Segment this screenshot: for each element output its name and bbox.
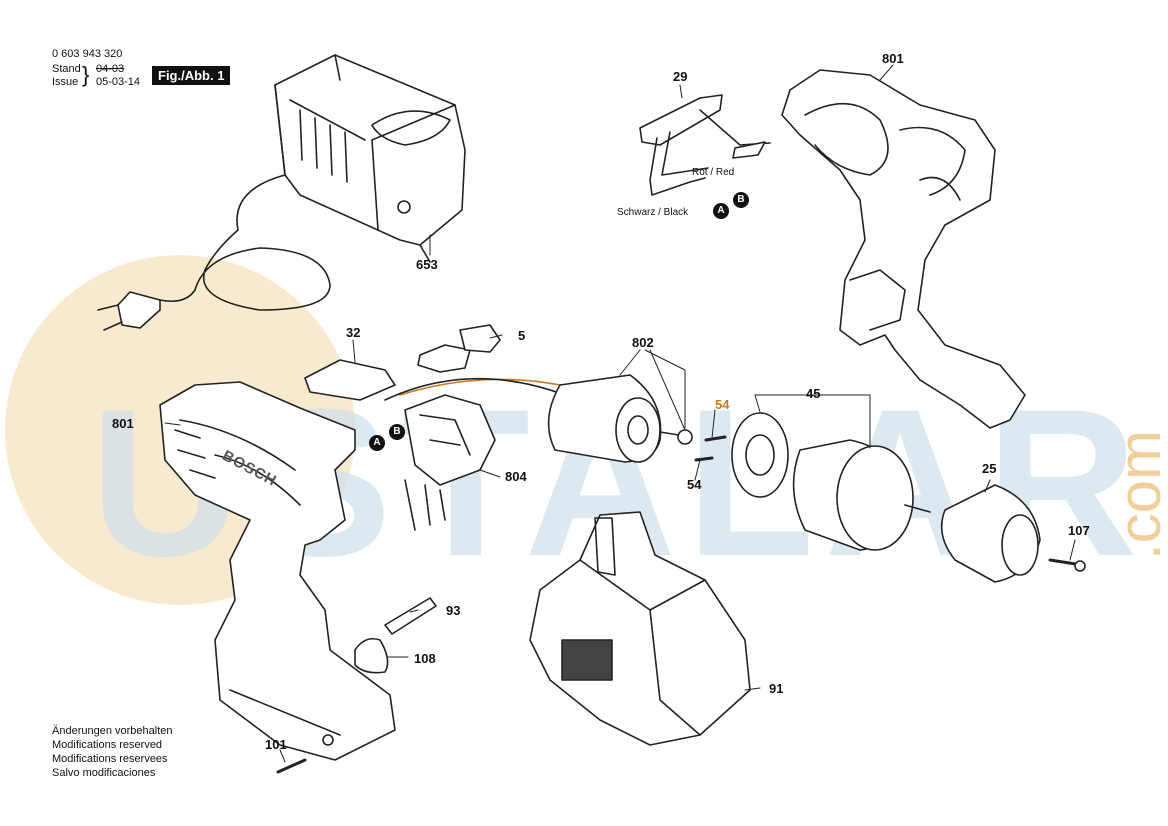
part-label-107: 107: [1068, 523, 1090, 538]
bit-holder-drawing: [354, 637, 389, 674]
part-label-101: 101: [265, 737, 287, 752]
wire-label-black: Schwarz / Black: [617, 207, 689, 218]
part-label-804: 804: [505, 469, 527, 484]
part-label-29: 29: [673, 69, 688, 84]
marker-b-switch: B: [389, 424, 405, 440]
part-label-91: 91: [769, 681, 784, 696]
part-label-5: 5: [518, 328, 526, 343]
bit-drawing: [384, 597, 437, 635]
modification-notes: Änderungen vorbehalten Modifications res…: [52, 724, 172, 780]
screws-54-drawing: [694, 435, 727, 462]
gearbox-drawing: [731, 412, 931, 551]
part-label-108: 108: [414, 651, 436, 666]
doc-number: 0 603 943 320: [52, 48, 123, 60]
part-label-25: 25: [982, 461, 997, 476]
part-label-653: 653: [416, 257, 438, 272]
part-label-54-top: 54: [715, 397, 730, 412]
issue-value: 05-03-14: [96, 76, 141, 88]
terminal-block-drawing: [639, 94, 771, 196]
battery-drawing: [529, 511, 751, 746]
housing-half-left-drawing: [159, 381, 396, 761]
note-line: Modifications reservees: [52, 753, 168, 765]
motor-drawing: [547, 374, 693, 463]
part-label-801-right: 801: [882, 51, 904, 66]
part-label-54-bottom: 54: [687, 477, 702, 492]
slider-drawing: [417, 344, 471, 373]
chuck-drawing: [940, 484, 1041, 583]
watermark-suffix: .com: [1106, 430, 1168, 560]
part-label-93: 93: [446, 603, 461, 618]
figure-label: Fig./Abb. 1: [152, 66, 231, 85]
charger-drawing: [97, 54, 466, 331]
marker-a-top: A: [713, 203, 729, 219]
note-line: Modifications reserved: [52, 739, 163, 751]
switch-drawing: [384, 377, 566, 531]
stand-value: 04-03: [96, 63, 125, 75]
screw-101-drawing: [276, 758, 307, 774]
note-line: Salvo modificaciones: [52, 767, 156, 779]
marker-b-top: B: [733, 192, 749, 208]
note-line: Änderungen vorbehalten: [52, 725, 173, 737]
part-label-32: 32: [346, 325, 361, 340]
brace-glyph: }: [82, 62, 90, 87]
marker-a-switch: A: [369, 435, 385, 451]
switch-cover-drawing: [304, 359, 396, 401]
stand-label: Stand: [52, 63, 81, 75]
issue-label: Issue: [52, 76, 79, 88]
wire-label-red: Rot / Red: [692, 167, 735, 178]
part-label-45: 45: [806, 386, 821, 401]
part-label-801-left: 801: [112, 416, 134, 431]
housing-half-right-drawing: [781, 69, 1026, 429]
part-label-802: 802: [632, 335, 654, 350]
